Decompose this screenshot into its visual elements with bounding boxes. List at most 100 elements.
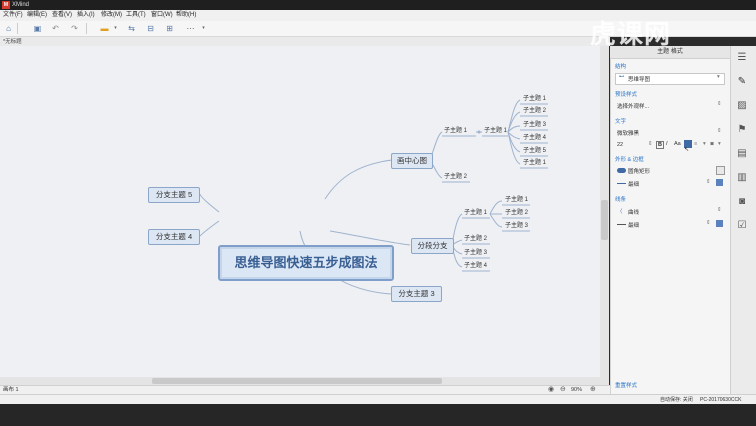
line-width-icon [617, 224, 626, 225]
toolbar: ⌂ ▣ ↶ ↷ ▬ ▾ ⇆ ⊟ ⊞ ⋯ ▾ [0, 21, 756, 37]
bold-icon[interactable]: B [656, 141, 664, 149]
chevron-down-icon[interactable]: ▾ [202, 25, 205, 31]
menu-edit[interactable]: 编辑(E) [27, 12, 47, 18]
main-topic-5[interactable]: 分支主题 5 [148, 187, 200, 203]
subtopic[interactable]: 子主题 5 [523, 148, 547, 154]
subtopic[interactable]: 子主题 2 [444, 174, 468, 180]
text-color-icon[interactable]: ◾ [710, 141, 715, 147]
subtopic[interactable]: 子主题 4 [523, 135, 547, 141]
line-width-select[interactable]: 最细 [628, 223, 640, 229]
main-topic-1[interactable]: 画中心图 [391, 153, 433, 169]
subtopic[interactable]: 子主题 1 [523, 160, 547, 166]
style-select[interactable]: 选择外观样... [617, 104, 650, 110]
border-width-select[interactable]: 最细 [628, 182, 640, 188]
topic-icon[interactable]: ▬ [100, 24, 109, 33]
save-icon[interactable]: ▣ [33, 24, 42, 33]
font-family-select[interactable]: 微软雅黑 [617, 131, 640, 137]
subtopic[interactable]: 子主题 2 [464, 236, 488, 242]
chevron-down-icon[interactable]: ▾ [718, 141, 721, 147]
chevron-down-icon[interactable]: ▾ [114, 25, 117, 31]
main-topic-2[interactable]: 分段分支 [411, 238, 454, 254]
horizontal-scroll-thumb[interactable] [152, 378, 442, 384]
menu-insert[interactable]: 插入(I) [77, 12, 95, 18]
subtopic[interactable]: 子主题 4 [464, 263, 488, 269]
notes-icon[interactable]: ▤ [737, 148, 747, 159]
window-title: XMind [12, 2, 30, 8]
central-topic[interactable]: 思维导图快速五步成图法 [218, 245, 394, 281]
video-frame-bottom [0, 404, 756, 426]
zoom-out-icon[interactable]: ⊖ [560, 386, 566, 393]
collapse-dot [477, 130, 481, 134]
reset-style-link[interactable]: 重置样式 [615, 383, 638, 389]
watermark: 虎课网 [590, 19, 672, 49]
line-color-swatch[interactable] [716, 220, 723, 227]
marker-flag-icon[interactable]: ⚑ [737, 124, 747, 135]
connector-lines [199, 99, 548, 295]
subtopic[interactable]: 子主题 1 [505, 197, 529, 203]
subtopic[interactable]: 子主题 3 [505, 223, 529, 229]
align-center-icon[interactable]: ≡ [694, 141, 698, 147]
structure-icon: ⊷ [619, 74, 625, 80]
undo-icon[interactable]: ↶ [52, 24, 59, 33]
document-icon[interactable]: ▥ [737, 172, 747, 183]
subtopic[interactable]: 子主题 1 [484, 128, 508, 134]
autosave-status[interactable]: 自动保存: 关闭 [660, 397, 693, 403]
sheet-tab[interactable]: 画布 1 [3, 387, 19, 393]
toolbar-separator [86, 23, 87, 34]
subtopic[interactable]: 子主题 2 [505, 210, 529, 216]
menu-help[interactable]: 帮助(H) [176, 12, 197, 18]
text-heading: 文字 [615, 119, 627, 125]
sheet-bar: 画布 1 ◉ ⊖ 90% ⊕ [0, 385, 610, 395]
document-tab-bar: *无标题 [0, 37, 610, 46]
format-brush-icon[interactable]: ✎ [737, 76, 747, 87]
main-topic-4[interactable]: 分支主题 4 [148, 229, 200, 245]
style-heading: 预设样式 [615, 92, 638, 98]
boundary-icon[interactable]: ⊞ [166, 24, 173, 33]
curve-icon: 〈 [617, 209, 623, 215]
more-icon[interactable]: ⋯ [186, 24, 195, 33]
italic-icon[interactable]: I [666, 141, 668, 147]
home-icon[interactable]: ⌂ [6, 24, 11, 33]
image-icon[interactable]: ▨ [737, 100, 747, 111]
main-topic-3[interactable]: 分支主题 3 [391, 286, 442, 302]
shape-select[interactable]: 圆角矩形 [628, 169, 651, 175]
line-shape-select[interactable]: 曲线 [628, 210, 640, 216]
subtopic[interactable]: 子主题 2 [523, 108, 547, 114]
document-tab[interactable]: *无标题 [3, 39, 22, 45]
align-icon[interactable] [684, 140, 692, 148]
menu-file[interactable]: 文件(F) [3, 12, 23, 18]
menu-view[interactable]: 查看(V) [52, 12, 72, 18]
comment-icon[interactable]: ◙ [738, 196, 746, 207]
chevron-down-icon: ⇕ [706, 179, 711, 185]
subtopic[interactable]: 子主题 1 [444, 128, 468, 134]
zoom-level[interactable]: 90% [571, 387, 583, 393]
structure-select[interactable] [615, 73, 725, 85]
subtopic[interactable]: 子主题 3 [464, 250, 488, 256]
connector [324, 159, 393, 200]
chevron-down-icon[interactable]: ▾ [703, 141, 706, 147]
border-color-swatch[interactable] [716, 179, 723, 186]
subtopic[interactable]: 子主题 1 [523, 96, 547, 102]
menu-window[interactable]: 窗口(W) [151, 12, 173, 18]
chevron-down-icon: ▾ [717, 74, 720, 80]
redo-icon[interactable]: ↷ [71, 24, 78, 33]
outline-icon[interactable]: ☰ [737, 52, 747, 63]
font-size-select[interactable]: 22 [617, 142, 624, 148]
structure-heading: 结构 [615, 64, 627, 70]
menu-modify[interactable]: 修改(M) [101, 12, 122, 18]
task-icon[interactable]: ☑ [737, 220, 747, 231]
mind-map-canvas[interactable]: 思维导图快速五步成图法 画中心图 分段分支 分支主题 3 分支主题 4 分支主题… [0, 46, 600, 378]
eye-icon[interactable]: ◉ [548, 386, 555, 393]
subtopic-icon[interactable]: ⇆ [128, 24, 135, 33]
chevron-down-icon: ⇕ [717, 128, 722, 134]
relationship-icon[interactable]: ⊟ [147, 24, 154, 33]
subtopic[interactable]: 子主题 1 [464, 210, 488, 216]
vertical-scroll-thumb[interactable] [601, 200, 608, 240]
menu-tools[interactable]: 工具(T) [126, 12, 146, 18]
zoom-in-icon[interactable]: ⊕ [590, 386, 596, 393]
subtopic[interactable]: 子主题 3 [523, 122, 547, 128]
fill-color-swatch[interactable] [716, 166, 725, 175]
case-icon[interactable]: Aa [674, 141, 681, 147]
side-icon-bar [730, 46, 756, 394]
shape-heading: 外形 & 边框 [615, 157, 644, 163]
